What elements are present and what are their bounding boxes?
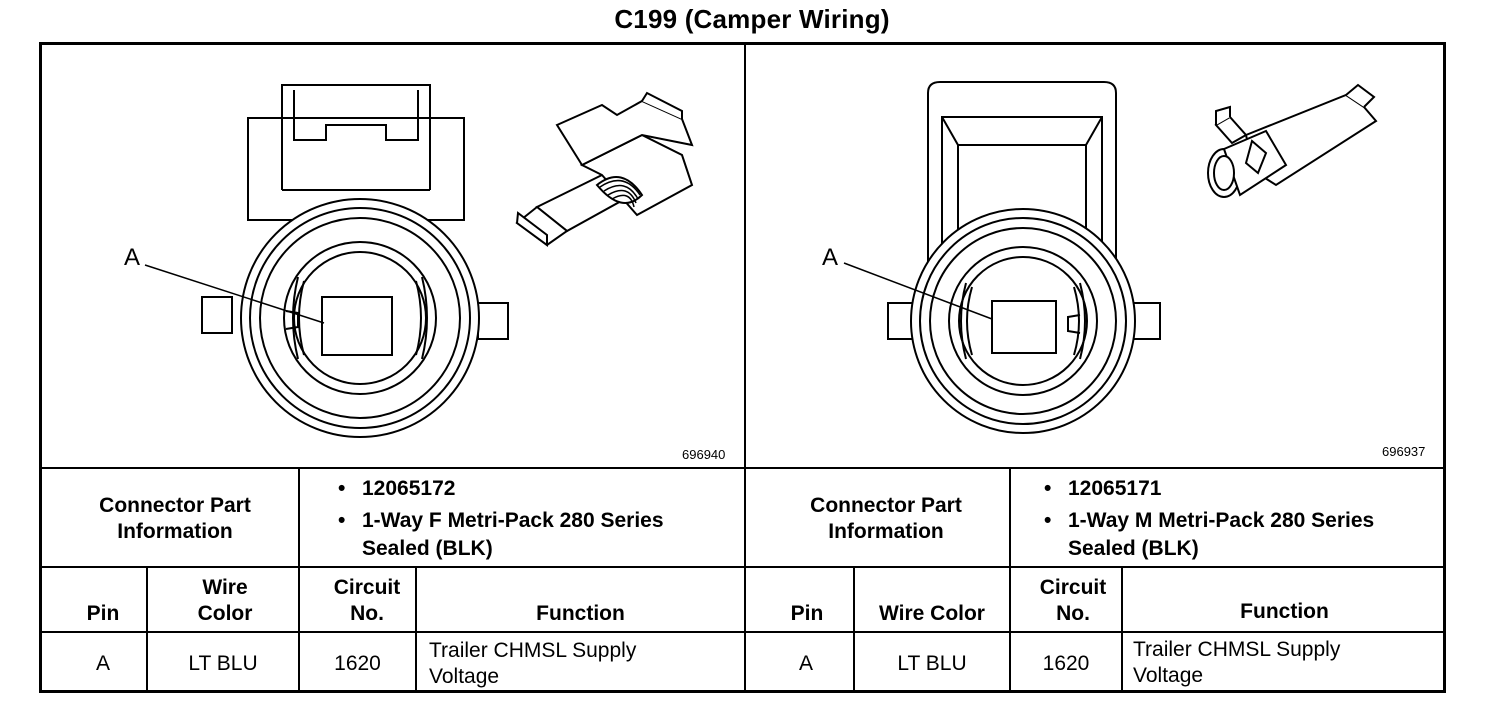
col-divider-left-1 [146,568,148,693]
header-function: Function [536,602,625,625]
figure-id: 696937 [1382,444,1426,459]
cell-pin: A [798,652,813,675]
col-divider-right-2 [1009,568,1011,693]
header-pin: Pin [86,602,120,625]
female-connector-figure: A 696940 [42,45,744,467]
center-divider [744,42,746,693]
figure-callout-label: A [821,244,838,271]
figure-callout-label: A [123,244,140,271]
header-function: Function [1240,600,1329,623]
col-divider-right-1 [853,568,855,693]
male-connector-drawing [843,81,1378,434]
header-circuit-no: Circuit No. [333,576,401,625]
part-info-label: Connector Part Information [810,494,962,543]
header-wire-color: Wire Color [197,576,253,625]
col-divider-left-3 [415,568,417,693]
col-divider-right-3 [1121,568,1123,693]
part-info-list: 12065171 1-Way M Metri-Pack 280 Series S… [1040,475,1440,563]
header-pin: Pin [790,602,824,625]
part-number: 12065171 [1040,475,1440,503]
page-title: C199 (Camper Wiring) [614,4,890,34]
cell-circuit-no: 1620 [334,652,381,675]
header-wire-color: Wire Color [879,602,985,625]
part-number: 12065172 [334,475,734,503]
connector-table-frame [39,42,1446,693]
cell-wire-color: LT BLU [897,652,967,675]
cell-wire-color: LT BLU [188,652,258,675]
male-connector-figure: A 696937 [746,45,1446,467]
header-top-rule [39,566,1446,568]
col-divider-left-2 [298,568,300,693]
cpi-divider-left [298,468,300,568]
part-info-label: Connector Part Information [99,494,251,543]
cpi-divider-right [1009,468,1011,568]
cell-circuit-no: 1620 [1042,652,1090,675]
header-bottom-rule [39,631,1446,633]
cell-function: Trailer CHMSL Supply Voltage [1133,638,1341,687]
cell-function: Trailer CHMSL Supply Voltage [429,639,637,688]
figure-id: 696940 [682,447,726,462]
figure-bottom-rule [39,467,1446,469]
part-description: 1-Way M Metri-Pack 280 Series Sealed (BL… [1040,507,1440,563]
female-connector-drawing [144,84,694,438]
header-circuit-no: Circuit No. [1039,576,1107,625]
part-description: 1-Way F Metri-Pack 280 Series Sealed (BL… [334,507,734,563]
part-info-list: 12065172 1-Way F Metri-Pack 280 Series S… [334,475,734,563]
cell-pin: A [95,652,110,675]
